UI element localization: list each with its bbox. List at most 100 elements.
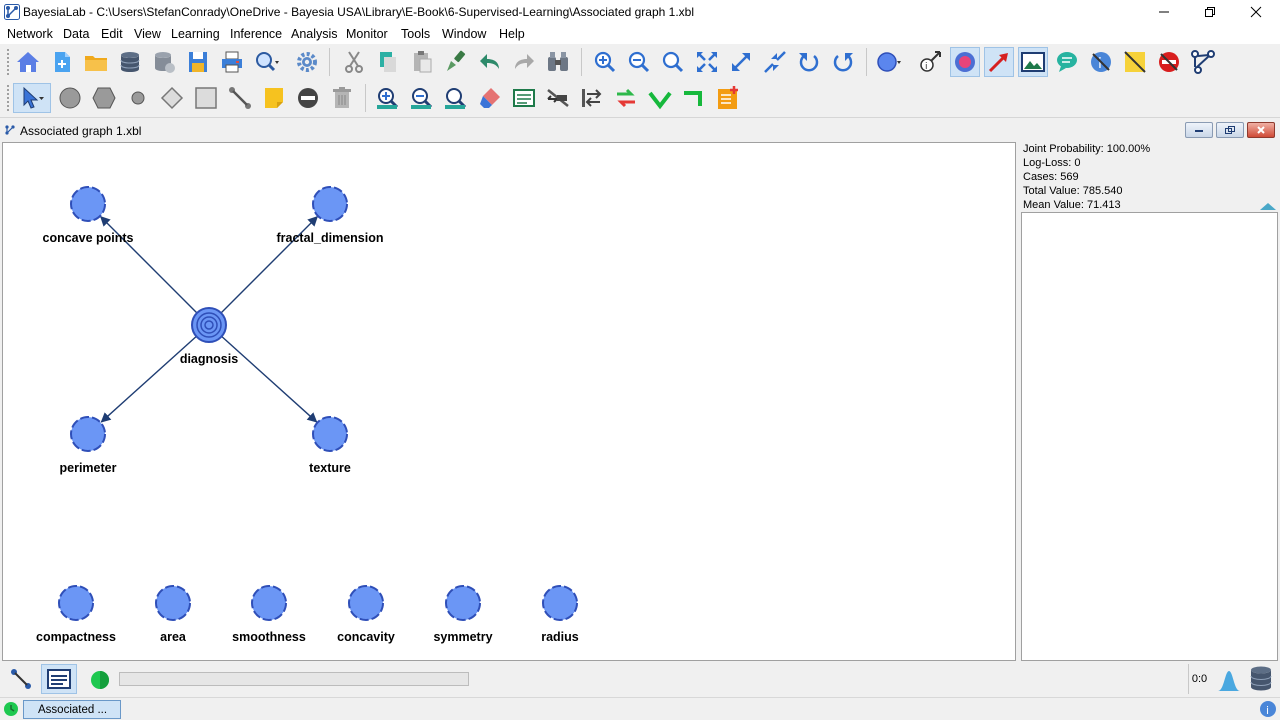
add-arc-button[interactable] [225, 83, 255, 113]
node-perimeter[interactable]: perimeter [60, 416, 117, 475]
menu-learning[interactable]: Learning [171, 27, 220, 41]
add-square-node-button[interactable] [191, 83, 221, 113]
sticky-note-button[interactable] [1120, 47, 1150, 77]
zoom-default-button[interactable] [658, 47, 688, 77]
redo-button[interactable] [509, 47, 539, 77]
paste-button[interactable] [407, 47, 437, 77]
node-circle[interactable] [312, 416, 348, 452]
menu-view[interactable]: View [134, 27, 161, 41]
node-circle[interactable] [542, 585, 578, 621]
background-image-toggle[interactable] [1018, 47, 1048, 77]
arc-diagnosis-concave_points[interactable] [100, 216, 198, 314]
graph-close-button[interactable] [1247, 122, 1275, 138]
arc-mode-toggle[interactable] [984, 47, 1014, 77]
contract-graph-button[interactable] [760, 47, 790, 77]
add-node-button[interactable] [55, 83, 85, 113]
zoom-out-button[interactable] [624, 47, 654, 77]
cut-button[interactable] [339, 47, 369, 77]
menu-monitor[interactable]: Monitor [346, 27, 388, 41]
connect-button[interactable] [679, 83, 709, 113]
expand-graph-button[interactable] [726, 47, 756, 77]
info-icon[interactable]: i [1259, 700, 1277, 718]
remove-arcs-button[interactable] [543, 83, 573, 113]
open-button[interactable] [81, 47, 111, 77]
distribution-icon[interactable] [1216, 667, 1242, 693]
toolbar-grip[interactable] [6, 48, 10, 76]
fit-to-window-button[interactable] [692, 47, 722, 77]
close-button[interactable] [1233, 0, 1279, 24]
node-concave_points[interactable]: concave points [43, 186, 134, 245]
validation-mode-button[interactable] [41, 664, 77, 694]
node-style-button[interactable] [874, 47, 904, 77]
node-diagnosis[interactable]: diagnosis [180, 307, 238, 366]
add-note-button[interactable] [259, 83, 289, 113]
database-icon[interactable] [1248, 665, 1274, 693]
rotate-right-button[interactable] [828, 47, 858, 77]
node-circle[interactable] [155, 585, 191, 621]
comment-button[interactable] [1052, 47, 1082, 77]
menu-window[interactable]: Window [442, 27, 487, 41]
delete-button[interactable] [327, 83, 357, 113]
zoom-selection-button[interactable] [441, 83, 471, 113]
erase-button[interactable] [475, 83, 505, 113]
minimize-button[interactable] [1141, 0, 1187, 24]
settings-button[interactable] [292, 47, 322, 77]
arc-diagnosis-texture[interactable] [221, 335, 318, 423]
edit-list-button[interactable] [509, 83, 539, 113]
add-decision-node-button[interactable] [89, 83, 119, 113]
node-symmetry[interactable]: symmetry [433, 585, 493, 644]
node-circle[interactable] [445, 585, 481, 621]
add-utility-node-button[interactable] [157, 83, 187, 113]
node-compactness[interactable]: compactness [36, 585, 116, 644]
menu-edit[interactable]: Edit [101, 27, 123, 41]
restore-button[interactable] [1187, 0, 1233, 24]
taskbar-window-button[interactable]: Associated ... [23, 700, 121, 719]
database-connection-button[interactable] [149, 47, 179, 77]
node-circle[interactable] [312, 186, 348, 222]
graph-canvas[interactable]: diagnosis concave points fractal_dimension… [2, 142, 1016, 661]
menu-inference[interactable]: Inference [230, 27, 283, 41]
node-radius[interactable]: radius [541, 585, 579, 644]
undo-button[interactable] [475, 47, 505, 77]
collapse-triangle-icon[interactable] [1259, 200, 1277, 212]
node-circle[interactable] [70, 416, 106, 452]
home-button[interactable] [13, 47, 43, 77]
find-button[interactable] [543, 47, 573, 77]
graph-minimize-button[interactable] [1185, 122, 1213, 138]
rotate-left-button[interactable] [794, 47, 824, 77]
menu-analysis[interactable]: Analysis [291, 27, 338, 41]
node-fractal_dimension[interactable]: fractal_dimension [277, 186, 384, 245]
node-circle[interactable] [70, 186, 106, 222]
invert-arcs-button[interactable] [577, 83, 607, 113]
menu-data[interactable]: Data [63, 27, 90, 41]
new-network-button[interactable] [47, 47, 77, 77]
menu-help[interactable]: Help [499, 27, 525, 41]
node-info-button[interactable]: i [916, 47, 946, 77]
save-button[interactable] [183, 47, 213, 77]
node-mode-toggle[interactable] [950, 47, 980, 77]
copy-button[interactable] [373, 47, 403, 77]
zoom-in-button[interactable] [590, 47, 620, 77]
database-button[interactable] [115, 47, 145, 77]
modeling-mode-button[interactable] [3, 664, 39, 694]
node-circle[interactable] [58, 585, 94, 621]
zoom-out-selection-button[interactable] [407, 83, 437, 113]
graph-restore-button[interactable] [1216, 122, 1244, 138]
layout-button[interactable] [1188, 47, 1218, 77]
menu-network[interactable]: Network [7, 27, 53, 41]
node-circle[interactable] [348, 585, 384, 621]
info-toggle-button[interactable]: i [1086, 47, 1116, 77]
zoom-in-selection-button[interactable] [373, 83, 403, 113]
add-constraint-node-button[interactable] [123, 83, 153, 113]
node-texture[interactable]: texture [309, 416, 351, 475]
node-smoothness[interactable]: smoothness [232, 585, 306, 644]
delete-node-button[interactable] [293, 83, 323, 113]
node-concavity[interactable]: concavity [337, 585, 395, 644]
toolbar-grip[interactable] [6, 84, 10, 112]
hide-comments-button[interactable] [1154, 47, 1184, 77]
node-circle[interactable] [251, 585, 287, 621]
add-report-button[interactable] [713, 83, 743, 113]
arc-diagnosis-perimeter[interactable] [100, 335, 197, 423]
node-area[interactable]: area [155, 585, 191, 644]
zoom-preview-button[interactable] [251, 47, 281, 77]
